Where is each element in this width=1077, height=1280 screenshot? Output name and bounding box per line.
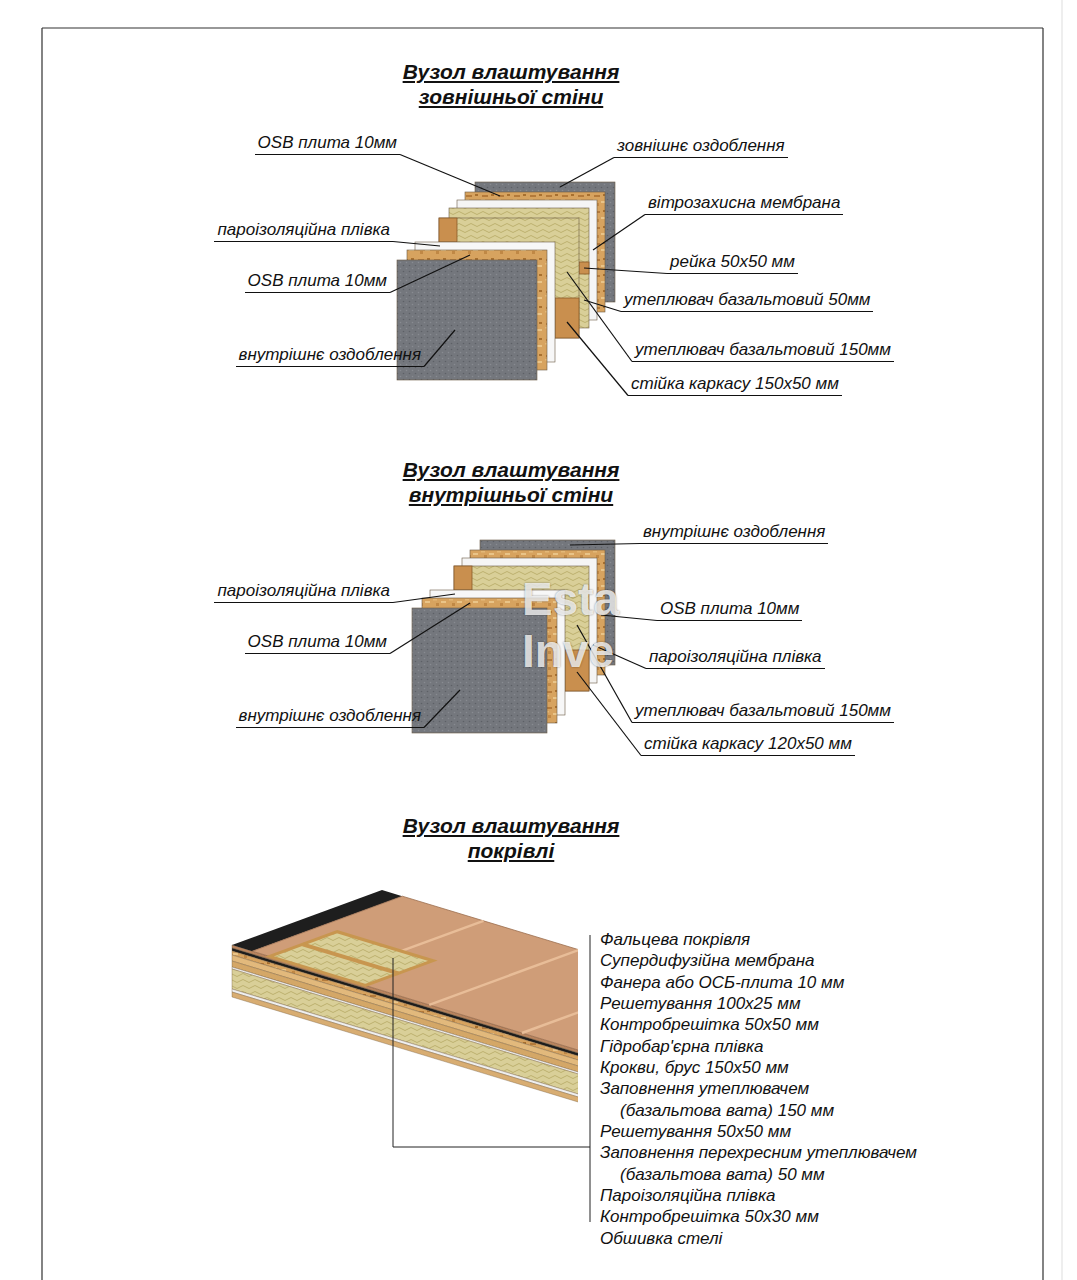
external-wall-section: [397, 182, 615, 380]
callout-label: OSB плита 10мм: [255, 132, 400, 155]
leader-line: [560, 158, 614, 188]
callout-label: утеплювач базальтовий 150мм: [632, 339, 894, 362]
callout-label: вітрозахисна мембрана: [645, 192, 843, 215]
layer-list-item: Заповнення перехресним утеплювачем (база…: [600, 1142, 950, 1185]
roof-cutaway: [270, 932, 433, 986]
callout-label: OSB плита 10мм: [245, 270, 390, 293]
callout-label: стійка каркасу 150х50 мм: [628, 373, 842, 396]
leader-line: [570, 544, 640, 546]
layer-list-item: Контробрешітка 50х50 мм: [600, 1014, 950, 1035]
callout-label: зовнішнє оздоблення: [614, 135, 788, 158]
callout-label: внутрішнє оздоблення: [236, 705, 424, 728]
roof-sheet: [252, 896, 578, 1059]
leader-line: [567, 322, 628, 396]
leader-line: [400, 155, 500, 197]
page-edge: [1062, 0, 1063, 1280]
leader-line: [584, 268, 667, 274]
layer-list-item: Гідробар'єрна плівка: [600, 1036, 950, 1057]
watermark: Inve: [522, 626, 614, 676]
standing-seam: [522, 978, 578, 1033]
callout-label: стійка каркасу 120х50 мм: [641, 733, 855, 756]
timber-member: [454, 566, 472, 590]
layer-list-item: Фальцева покрівля: [600, 929, 950, 950]
callout-label: утеплювач базальтовий 150мм: [632, 700, 894, 723]
leader-line: [390, 603, 470, 654]
leader-line: [424, 330, 455, 367]
roof-section: [232, 890, 578, 1111]
callout-label: OSB плита 10мм: [245, 631, 390, 654]
standing-seam: [429, 950, 578, 1005]
leader-line: [393, 594, 455, 603]
leader-line: [390, 255, 470, 293]
section-title: Вузол влаштування внутрішньої стіни: [371, 457, 651, 507]
sheet-frame: [42, 28, 1043, 1280]
callout-label: внутрішнє оздоблення: [640, 521, 828, 544]
timber-member: [439, 218, 457, 242]
watermark: Esta: [522, 574, 619, 624]
layer-list-item: Обшивка стелі: [600, 1228, 950, 1249]
roof-bracket: [393, 935, 590, 1222]
layer-list-item: Крокви, брус 150х50 мм: [600, 1057, 950, 1078]
leader-line: [593, 215, 645, 251]
callout-label: утеплювач базальтовий 50мм: [621, 289, 873, 312]
callout-label: внутрішнє оздоблення: [236, 344, 424, 367]
callout-label: пароізоляційна плівка: [214, 580, 393, 603]
callout-label: OSB плита 10мм: [657, 598, 802, 621]
callout-label: пароізоляційна плівка: [646, 646, 825, 669]
layer-list-item: Супердифузійна мембрана: [600, 950, 950, 971]
leader-line: [567, 272, 632, 362]
section-title: Вузол влаштування покрівлі: [371, 813, 651, 863]
section-title: Вузол влаштування зовнішньої стіни: [371, 59, 651, 109]
layer-list-item: Заповнення утеплювачем (базальтова вата)…: [600, 1078, 855, 1121]
leader-line: [584, 300, 621, 312]
callout-label: пароізоляційна плівка: [214, 219, 393, 242]
layer-list-item: Пароізоляційна плівка: [600, 1185, 950, 1206]
leader-line: [393, 242, 440, 247]
leader-line: [424, 690, 460, 728]
layer-list: Фальцева покрівляСупердифузійна мембрана…: [600, 929, 950, 1249]
layer-list-item: Решетування 100х25 мм: [600, 993, 950, 1014]
internal-wall-section: [412, 540, 615, 733]
callout-label: рейка 50х50 мм: [667, 251, 798, 274]
layer-list-item: Решетування 50х50 мм: [600, 1121, 950, 1142]
timber-member: [303, 944, 399, 973]
layer-list-item: Фанера або ОСБ-плита 10 мм: [600, 972, 950, 993]
layer-list-item: Контробрешітка 50х30 мм: [600, 1206, 950, 1227]
